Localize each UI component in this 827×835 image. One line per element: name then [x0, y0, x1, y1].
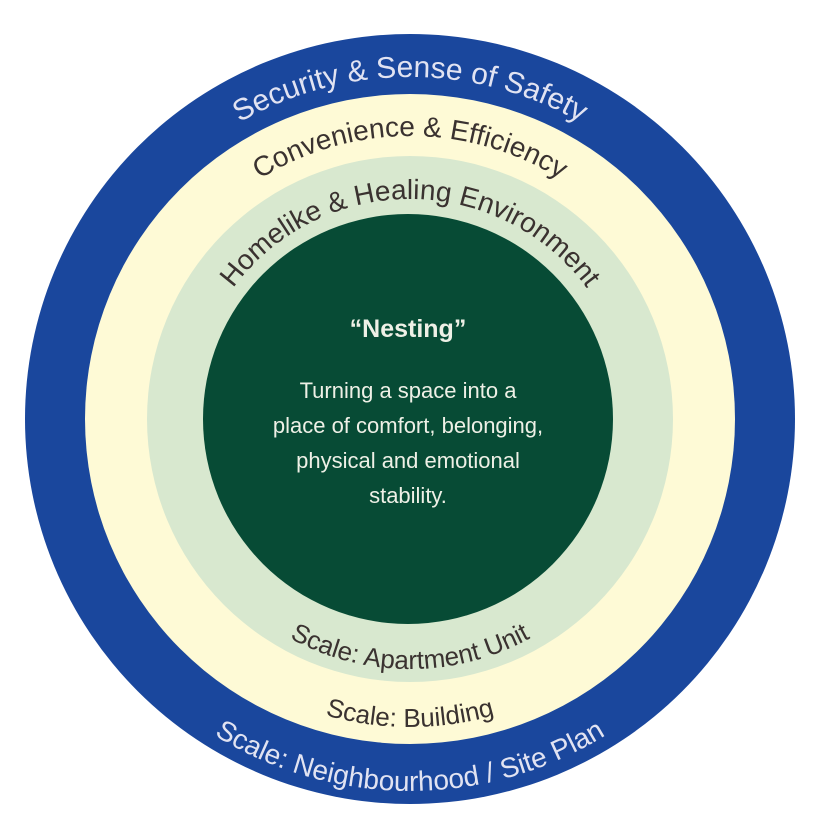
core-title: “Nesting” [350, 315, 467, 343]
core-description-line: Turning a space into a [300, 378, 518, 403]
core-description-line: physical and emotional [296, 448, 520, 473]
core-description-line: stability. [369, 483, 447, 508]
core-circle [203, 214, 613, 624]
core-description-line: place of comfort, belonging, [273, 413, 543, 438]
